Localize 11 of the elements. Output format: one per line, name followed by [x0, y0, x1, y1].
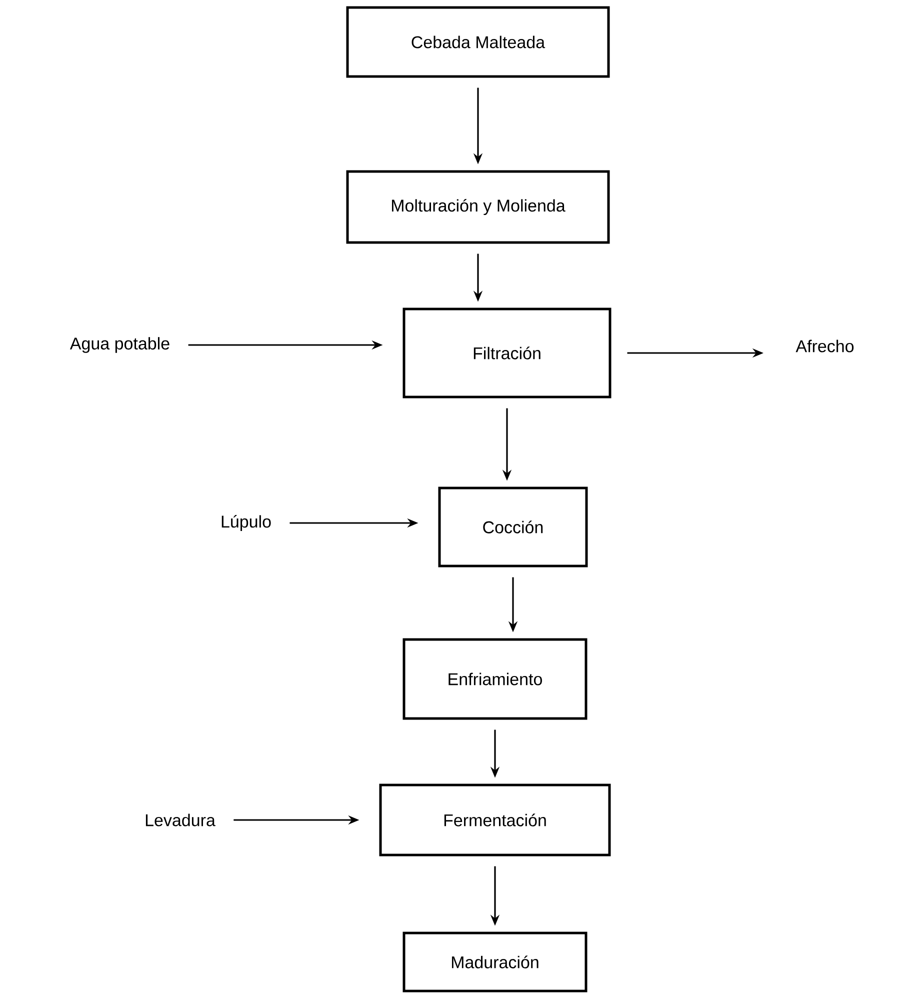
input-label: Agua potable: [70, 337, 170, 353]
input-label: Levadura: [146, 814, 216, 826]
process-box: Maduración: [402, 932, 588, 992]
input-label: Lúpulo: [222, 515, 271, 532]
process-box: Cebada Malteada: [346, 6, 610, 78]
process-box: Molturación y Molienda: [346, 170, 610, 244]
process-box: Enfriamiento: [402, 638, 588, 720]
output-label: Afrecho: [796, 340, 854, 352]
process-box: Cocción: [438, 486, 588, 568]
process-box: Fermentación: [379, 784, 611, 856]
process-box: Filtración: [402, 308, 612, 398]
